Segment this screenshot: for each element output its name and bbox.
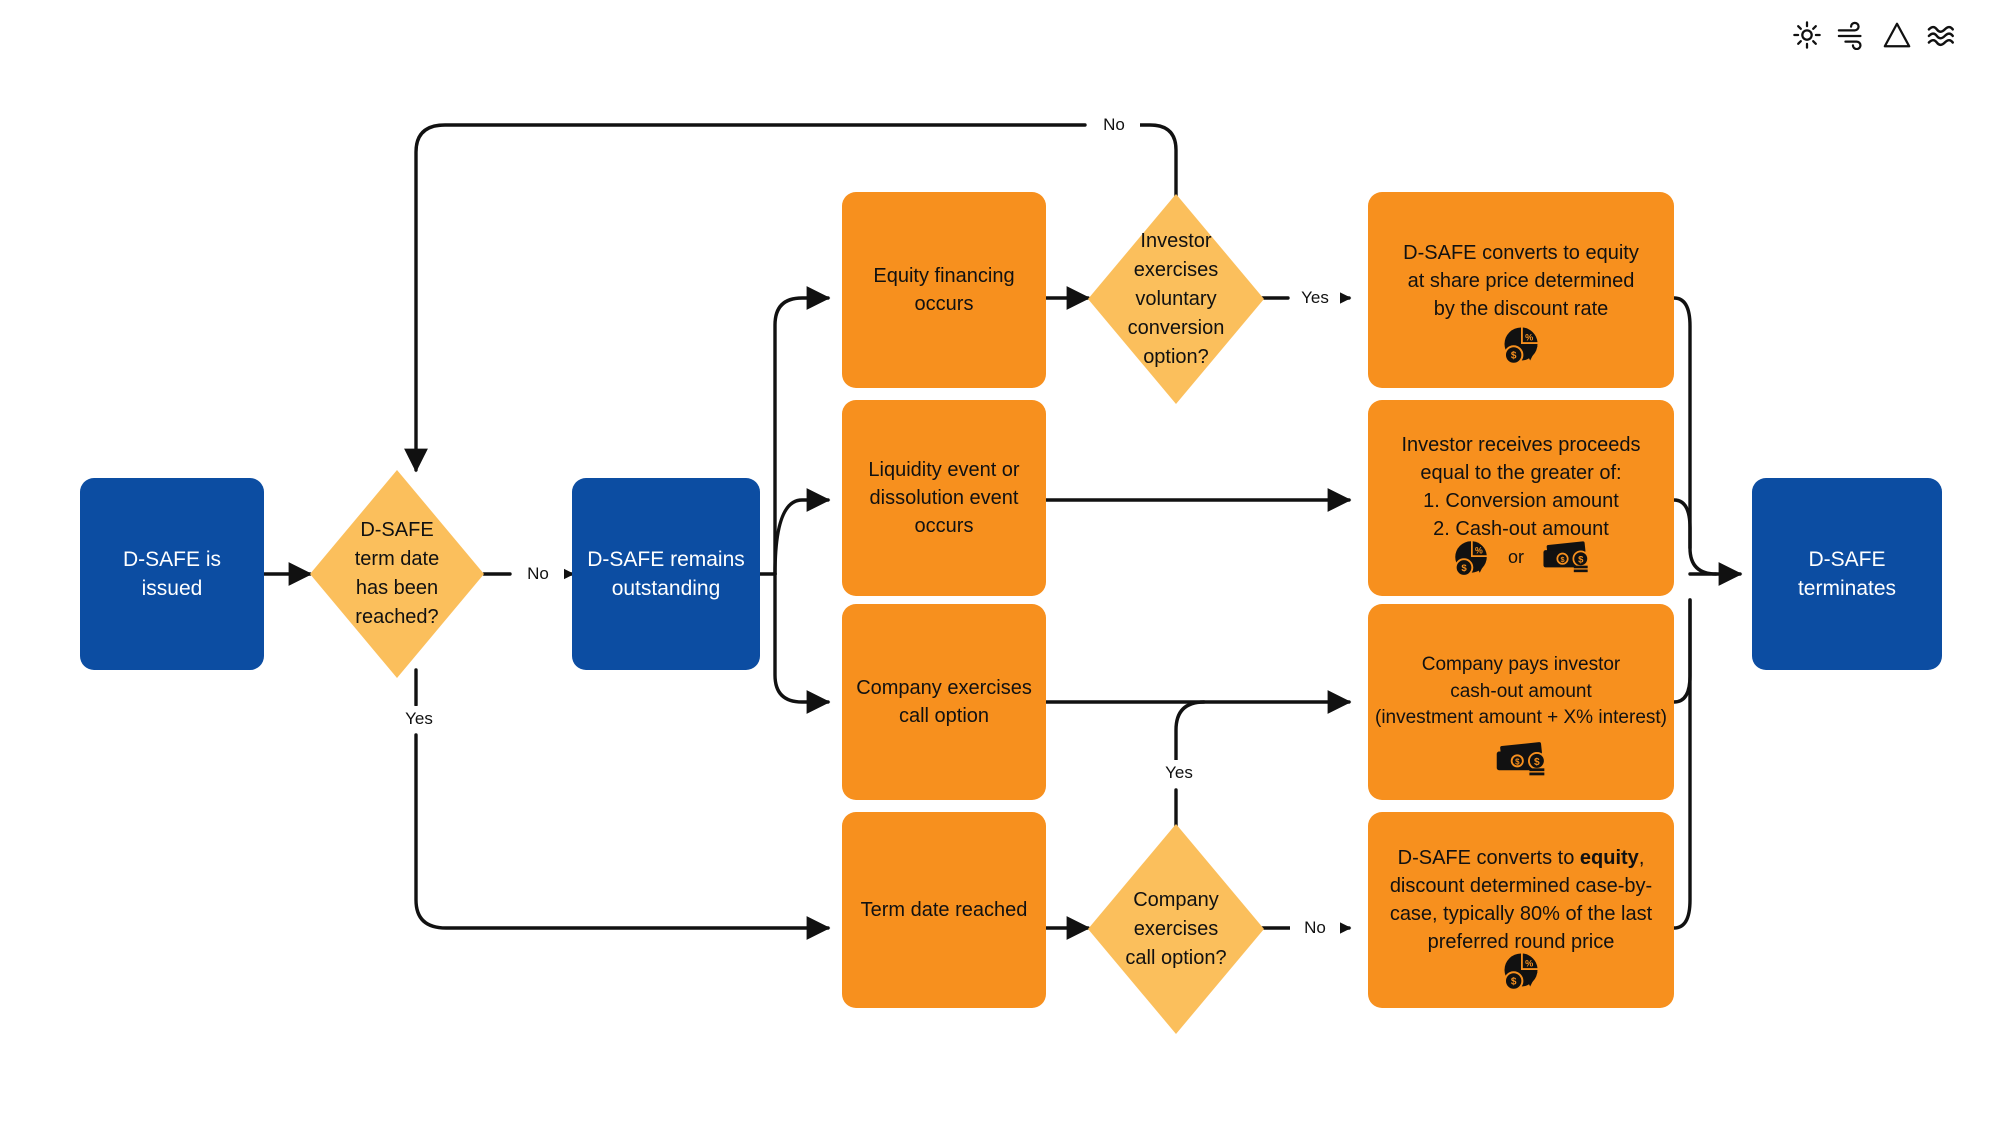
text-line3: case, typically 80% of the last [1389,903,1653,925]
node-start[interactable]: D-SAFE is issued [80,478,264,670]
node-liquidity-event[interactable]: Liquidity event or dissolution event occ… [842,400,1046,596]
edge-proceeds-to-bus [1672,498,1692,550]
icon-row-case-by-case: $ % [1368,948,1674,992]
pie-chart-dollar-percent-icon: $ % [1503,327,1538,365]
node-terminates[interactable]: D-SAFE terminates [1752,478,1942,670]
edge-out-to-liquidity [773,488,831,576]
edge-pays-to-bus [1672,598,1692,704]
cash-banknotes-icon: $ $ [1496,742,1546,776]
edge-voluntary-no-loop [416,123,1178,470]
text-bold-equity: equity [1579,847,1639,869]
svg-text:$: $ [1534,757,1540,768]
node-liquidity-event-label: Liquidity event or dissolution event occ… [868,459,1020,537]
node-converts-case-by-case[interactable]: D-SAFE converts to equity, discount dete… [1368,812,1674,1008]
node-company-call-decision[interactable]: Company exercises call option? [1088,824,1264,1034]
node-company-call-option-label: Company exercises call option [856,677,1032,727]
node-converts-case-by-case-label: D-SAFE converts to equity, discount dete… [1368,844,1674,956]
icon-row-proceeds: $ % or $ $ [1368,536,1674,578]
node-company-pays[interactable]: Company pays investor cash-out amount (i… [1368,604,1674,800]
edge-label-term-yes: Yes [390,706,448,732]
pie-chart-dollar-percent-icon: $ % [1503,953,1538,991]
svg-text:$: $ [1515,758,1520,767]
node-term-decision-label: D-SAFE term date has been reached? [354,519,440,628]
node-terminates-label: D-SAFE terminates [1797,547,1897,600]
text-line4: preferred round price [1427,931,1615,953]
svg-text:$: $ [1560,555,1564,564]
edge-label-call-yes: Yes [1150,760,1208,786]
svg-text:$: $ [1511,977,1517,988]
node-start-label: D-SAFE is issued [122,547,221,600]
icon-row-converts-discount: $ % [1368,322,1674,366]
triangle-earth-icon [1883,22,1911,48]
node-term-decision[interactable]: D-SAFE term date has been reached? [310,470,484,678]
wind-icon [1837,21,1862,50]
node-outstanding-label: D-SAFE remains outstanding [587,547,745,600]
node-converts-discount-label: D-SAFE converts to equity at share price… [1403,242,1639,320]
node-voluntary-conversion-decision[interactable]: Investor exercises voluntary conversion … [1088,194,1264,404]
text-post: , [1638,847,1645,869]
edge-label-voluntary-yes: Yes [1290,286,1340,310]
pie-chart-dollar-percent-icon: $ % [1454,541,1487,577]
edge-out-to-equity [773,286,831,576]
svg-text:$: $ [1461,563,1467,574]
node-company-call-decision-label: Company exercises call option? [1125,888,1227,969]
svg-text:$: $ [1578,555,1584,566]
cash-banknotes-icon: $ $ [1543,541,1589,573]
edge-label-term-no: No [512,562,564,586]
svg-text:%: % [1475,546,1483,556]
edge-label-call-no: No [1290,916,1340,940]
node-equity-financing-label: Equity financing occurs [873,265,1015,315]
edge-out-to-call [773,572,831,714]
edge-term-yes [414,668,828,928]
node-proceeds-greater[interactable]: Investor receives proceeds equal to the … [1368,400,1674,596]
node-company-pays-label: Company pays investor cash-out amount (i… [1375,654,1667,729]
or-separator: or [1507,546,1524,567]
svg-text:%: % [1525,958,1533,968]
water-waves-icon [1927,25,1954,47]
icon-row-company-pays: $ $ [1368,738,1674,780]
element-icons-strip [1792,20,1958,50]
svg-text:%: % [1525,332,1533,342]
edge-casebycase-to-bus [1672,598,1692,930]
edge-label-voluntary-no: No [1088,113,1140,137]
node-term-date-reached[interactable]: Term date reached [842,812,1046,1008]
svg-text:$: $ [1511,351,1517,362]
edge-converts-to-terminates [1672,296,1718,576]
node-voluntary-conversion-label: Investor exercises voluntary conversion … [1127,229,1225,368]
node-equity-financing[interactable]: Equity financing occurs [842,192,1046,388]
text-pre: D-SAFE converts to [1397,847,1580,869]
node-company-call-option[interactable]: Company exercises call option [842,604,1046,800]
node-term-date-reached-label: Term date reached [860,899,1028,921]
node-converts-discount[interactable]: D-SAFE converts to equity at share price… [1368,192,1674,388]
node-proceeds-greater-label: Investor receives proceeds equal to the … [1401,434,1641,540]
text-line2: discount determined case-by- [1389,875,1653,897]
sun-icon [1793,21,1821,49]
node-outstanding[interactable]: D-SAFE remains outstanding [572,478,760,670]
